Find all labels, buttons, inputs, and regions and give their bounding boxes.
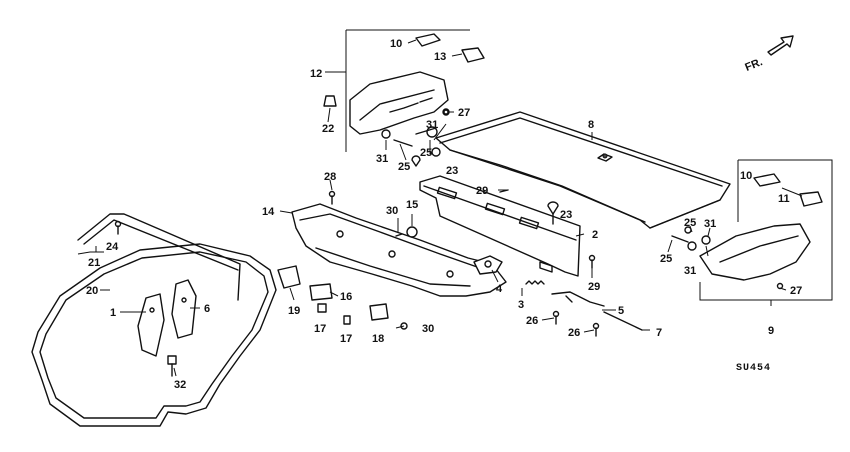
callout-12: 12 — [310, 68, 322, 80]
callout-24: 24 — [106, 241, 119, 253]
callout-1: 1 — [110, 307, 116, 319]
callout-15: 15 — [406, 199, 418, 211]
callout-22: 22 — [322, 123, 334, 135]
callout-5: 5 — [618, 305, 624, 317]
leader-lines — [77, 39, 803, 377]
callout-31-left: 31 — [376, 153, 388, 165]
callout-25-left: 25 — [398, 161, 410, 173]
callout-14: 14 — [262, 206, 275, 218]
callout-7: 7 — [656, 327, 662, 339]
rod-parts — [525, 280, 643, 331]
callout-10-right: 10 — [740, 170, 752, 182]
callout-labels: 1 2 3 4 5 6 7 8 9 10 10 11 12 13 14 15 1… — [86, 38, 802, 391]
callout-28: 28 — [324, 171, 336, 183]
front-direction-label: FR. — [743, 56, 764, 74]
front-direction-arrow: FR. — [743, 35, 794, 74]
shelf-support-part-2 — [419, 175, 581, 277]
callout-9: 9 — [768, 325, 774, 337]
hinge-parts — [137, 279, 197, 377]
latch-part-4 — [473, 255, 503, 275]
callout-20: 20 — [86, 285, 98, 297]
callout-18: 18 — [372, 333, 384, 345]
callout-17-left: 17 — [314, 323, 326, 335]
side-trim-left-part-12 — [345, 29, 485, 152]
callout-31-right-upper: 31 — [704, 218, 716, 230]
callout-8: 8 — [588, 119, 594, 131]
callout-31-upper: 31 — [426, 119, 438, 131]
rear-shelf-part-8 — [435, 111, 731, 229]
callout-25-mid: 25 — [420, 147, 432, 159]
callout-2: 2 — [592, 229, 598, 241]
callout-25-right-upper: 25 — [684, 217, 696, 229]
callout-3: 3 — [518, 299, 524, 311]
diagram-code: SU454 — [736, 363, 771, 374]
callout-10-upper: 10 — [390, 38, 402, 50]
callout-23-lower: 23 — [560, 209, 572, 221]
callout-16: 16 — [340, 291, 352, 303]
fasteners — [114, 95, 784, 337]
callout-17-right: 17 — [340, 333, 352, 345]
callout-19: 19 — [288, 305, 300, 317]
trim-pads — [277, 265, 389, 325]
callout-26-right: 26 — [568, 327, 580, 339]
callout-6: 6 — [204, 303, 210, 315]
callout-25-right-lower: 25 — [660, 253, 672, 265]
callout-4: 4 — [496, 283, 503, 295]
rear-panel-lining-part-14 — [291, 203, 507, 297]
callout-21: 21 — [88, 257, 100, 269]
weatherstrip-part-20 — [31, 213, 277, 427]
callout-31-right-lower: 31 — [684, 265, 696, 277]
side-trim-right-part-9 — [699, 159, 833, 301]
callout-27-upper: 27 — [458, 107, 470, 119]
callout-27-right: 27 — [790, 285, 802, 297]
callout-29-lower: 29 — [588, 281, 600, 293]
callout-11: 11 — [778, 193, 790, 205]
callout-30-left: 30 — [386, 205, 398, 217]
callout-23-upper: 23 — [446, 165, 458, 177]
callout-29-upper: 29 — [476, 185, 488, 197]
callout-26-left: 26 — [526, 315, 538, 327]
callout-13: 13 — [434, 51, 446, 63]
callout-32: 32 — [174, 379, 186, 391]
callout-30-lower: 30 — [422, 323, 434, 335]
